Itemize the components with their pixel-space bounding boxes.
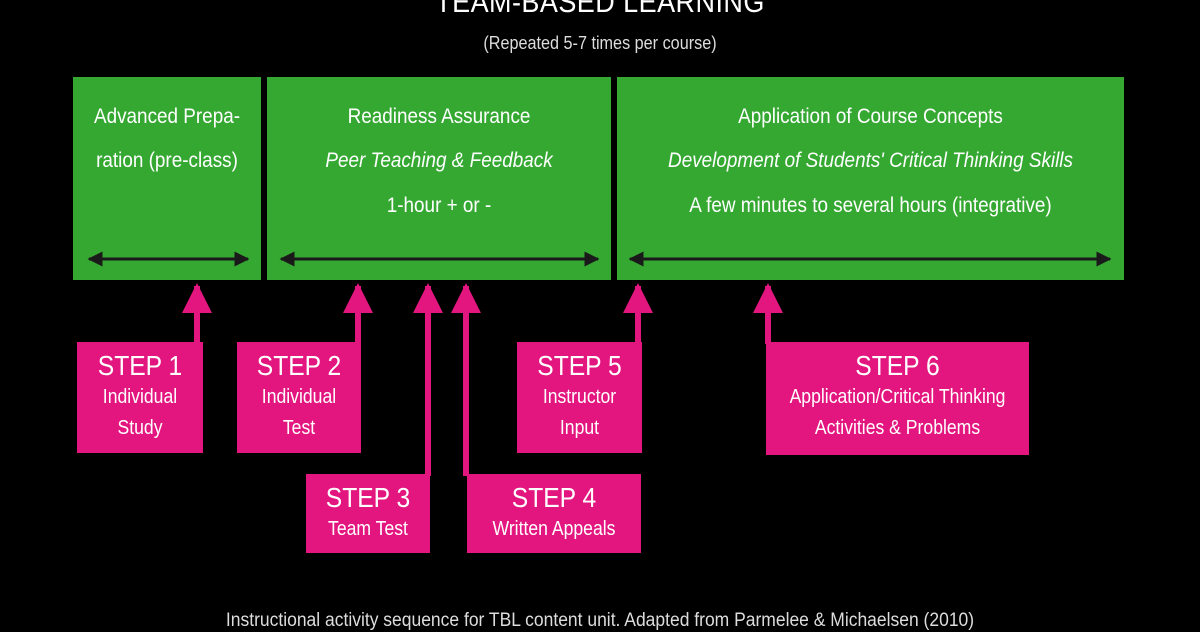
- step-2-box: STEP 2 Individual Test: [237, 342, 361, 453]
- phase-advanced-preparation: Advanced Prepa- ration (pre-class): [73, 77, 261, 280]
- phase-3-heading: Application of Course Concepts: [738, 105, 1003, 128]
- step-3-desc-line-1: Team Test: [328, 518, 408, 540]
- phase-1-line-2: ration (pre-class): [96, 149, 238, 172]
- phase-3-subheading: Development of Students' Critical Thinki…: [668, 149, 1073, 172]
- step-6-desc-line-1: Application/Critical Thinking: [789, 386, 1006, 408]
- phase-2-duration: 1-hour + or -: [386, 194, 492, 217]
- step-2-desc-line-2: Test: [282, 417, 316, 439]
- step-4-desc-line-1: Written Appeals: [492, 518, 616, 540]
- diagram-subtitle: (Repeated 5-7 times per course): [483, 33, 717, 53]
- step-6-label: STEP 6: [855, 350, 940, 381]
- phase-application: Application of Course Concepts Developme…: [617, 77, 1124, 280]
- phase-3-duration: A few minutes to several hours (integrat…: [689, 194, 1052, 217]
- step-3-label: STEP 3: [325, 482, 411, 513]
- step-5-box: STEP 5 Instructor Input: [517, 342, 642, 453]
- step-2-label: STEP 2: [256, 350, 342, 381]
- diagram-title: TEAM-BASED LEARNING: [435, 0, 765, 19]
- step-3-box: STEP 3 Team Test: [306, 474, 430, 553]
- step-1-desc-line-2: Study: [117, 417, 163, 439]
- step-2-desc-line-1: Individual: [261, 386, 337, 408]
- diagram-caption: Instructional activity sequence for TBL …: [225, 610, 975, 631]
- step-5-desc-line-2: Input: [559, 417, 600, 439]
- phase-readiness-assurance: Readiness Assurance Peer Teaching & Feed…: [267, 77, 611, 280]
- step-5-label: STEP 5: [537, 350, 622, 381]
- step-1-label: STEP 1: [97, 350, 183, 381]
- step-1-box: STEP 1 Individual Study: [77, 342, 203, 453]
- phase-1-line-1: Advanced Prepa-: [93, 105, 241, 128]
- phase-2-subheading: Peer Teaching & Feedback: [325, 149, 553, 172]
- step-4-box: STEP 4 Written Appeals: [467, 474, 641, 553]
- step-6-box: STEP 6 Application/Critical Thinking Act…: [766, 342, 1029, 455]
- step-1-desc-line-1: Individual: [102, 386, 178, 408]
- step-5-desc-line-1: Instructor: [542, 386, 617, 408]
- step-6-desc-line-2: Activities & Problems: [814, 417, 981, 439]
- phase-2-heading: Readiness Assurance: [347, 105, 531, 128]
- step-4-label: STEP 4: [511, 482, 597, 513]
